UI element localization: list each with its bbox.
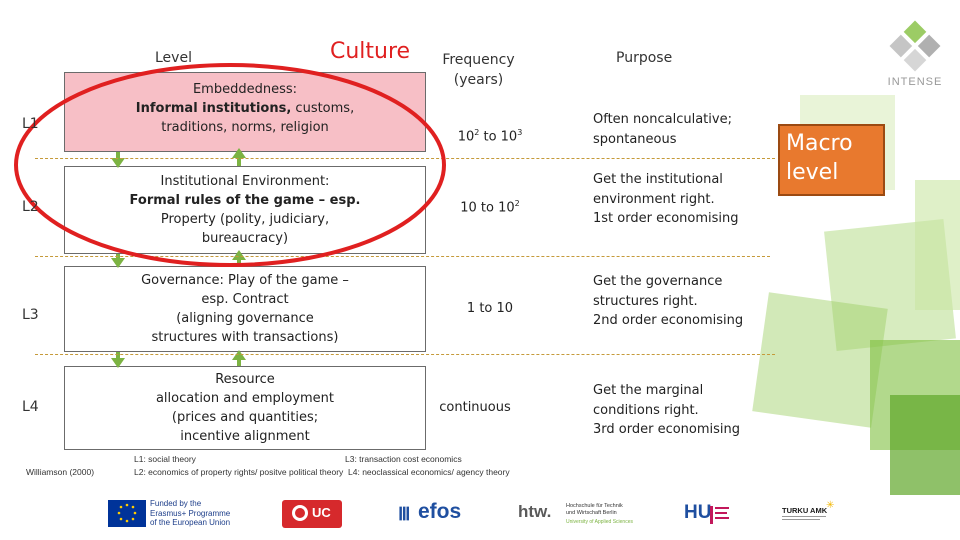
purpose-l1: Often noncalculative;spontaneous (593, 110, 732, 149)
hu-logo: HU (684, 502, 734, 530)
level-label-l3: L3 (22, 307, 39, 323)
efos-logo: Ⅲ efos (398, 500, 468, 530)
footnote-line-2: L2: economics of property rights/ positv… (134, 467, 510, 477)
macro-level-callout: Macro level (778, 124, 885, 196)
frequency-l3: 1 to 10 (430, 301, 550, 316)
level-label-l2: L2 (22, 199, 39, 215)
level-label-l1: L1 (22, 116, 39, 132)
turku-logo: TURKU AMK ✳ (782, 504, 842, 528)
eu-flag-icon (108, 500, 146, 527)
efos-pillar-icon: Ⅲ (398, 504, 410, 525)
frequency-l1: 102 to 103 (430, 128, 550, 144)
footnote-l3: L3: transaction cost economics (345, 454, 462, 464)
star-icon: ✳ (826, 500, 834, 511)
frequency-l4: continuous (415, 400, 535, 415)
level-label-l4: L4 (22, 399, 39, 415)
footnote-l1: L1: social theory (134, 454, 196, 464)
uc-logo: UC (282, 500, 342, 528)
citation: Williamson (2000) (26, 467, 94, 477)
frequency-l2: 10 to 102 (430, 199, 550, 215)
uc-emblem-icon (292, 505, 308, 521)
